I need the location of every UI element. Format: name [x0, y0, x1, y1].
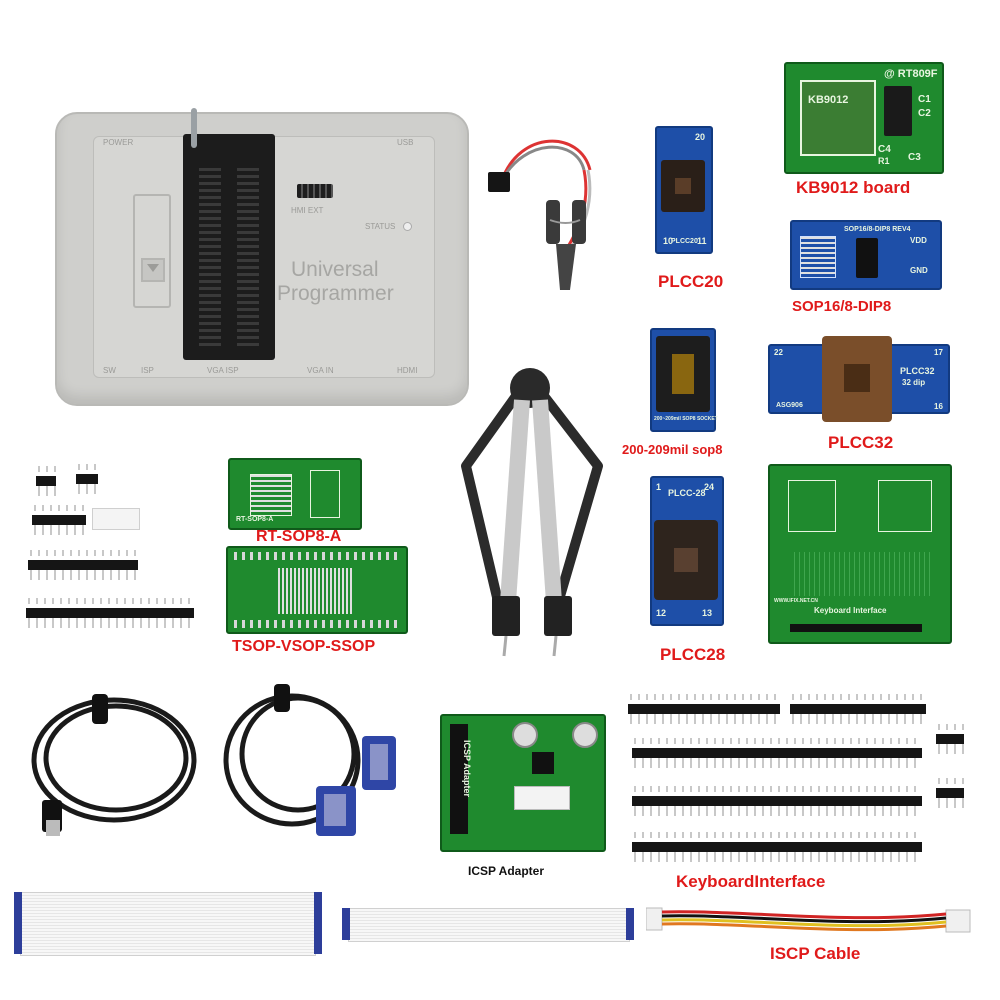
tweezer-clip — [461, 368, 603, 657]
plcc28-1: 1 — [656, 482, 662, 492]
vga-cable — [223, 684, 396, 836]
iscp-cable — [646, 907, 971, 933]
plcc20-num20: 20 — [695, 132, 706, 142]
plcc28-12: 12 — [656, 608, 667, 618]
kb9012-chip-socket — [800, 80, 876, 156]
plcc32-16: 16 — [934, 402, 943, 411]
rtsop8-dip — [310, 470, 340, 518]
hmi-ext-connector — [297, 184, 333, 198]
zif-lever[interactable] — [191, 108, 197, 148]
rtsop8-silk: RT-SOP8-A — [236, 516, 274, 523]
plcc32-22: 22 — [774, 348, 783, 357]
sop8-silk: 200~209mil SOP8 SOCKET — [654, 416, 718, 422]
sw-label: SW — [103, 366, 116, 375]
kb9012-board-label: KB9012 board — [796, 178, 911, 197]
usb-cable — [31, 694, 197, 836]
kb9012-c1: C1 — [918, 94, 931, 105]
tsop-pins-top — [234, 552, 398, 560]
kb9012-header — [884, 86, 912, 136]
plcc32-silk2: 32 dip — [902, 378, 926, 387]
icsp-adapter-board: ICSP Adapter — [440, 714, 606, 852]
iscp-cable-label: ISCP Cable — [770, 944, 861, 963]
sop16-gnd: GND — [910, 266, 928, 275]
vga-isp-label: VGA ISP — [207, 366, 239, 375]
tsop-pads — [278, 568, 354, 614]
keyboard-interface-label: KeyboardInterface — [676, 872, 826, 891]
tsop-pins-bottom — [234, 620, 398, 628]
icsp-capacitor-1 — [512, 722, 538, 748]
kbi-site: WWW.IFIX.NET.CN — [774, 598, 818, 604]
icsp-chip — [532, 752, 554, 774]
rtsop8-pads — [250, 474, 292, 516]
ribbon-cable-narrow — [348, 908, 630, 942]
kbi-silk: Keyboard Interface — [814, 606, 887, 615]
plcc28-24: 24 — [704, 482, 715, 492]
keyboard-interface-board: WWW.IFIX.NET.CN Keyboard Interface — [768, 464, 952, 644]
plcc20-adapter: 20 10 PLCC20 11 — [655, 126, 713, 254]
icsp-capacitor-2 — [572, 722, 598, 748]
plcc20-num11: 11 — [697, 236, 707, 246]
kbi-chip-right — [878, 480, 932, 532]
icsp-adapter-label: ICSP Adapter — [468, 864, 545, 878]
plcc20-num10: 10 — [663, 236, 674, 246]
status-label: STATUS — [365, 222, 396, 231]
plcc28-socket — [654, 520, 718, 600]
sop16-vdd: VDD — [910, 236, 927, 245]
plcc28-13: 13 — [702, 608, 713, 618]
kb9012-chip-label: KB9012 — [808, 94, 849, 106]
usb-label: USB — [397, 138, 414, 147]
plcc20-label: PLCC20 — [658, 272, 724, 291]
plcc32-label: PLCC32 — [828, 433, 894, 452]
rt-sop8-a-board: RT-SOP8-A — [228, 458, 362, 530]
ic-orientation-icon — [133, 194, 171, 308]
icsp-silk: ICSP Adapter — [462, 740, 472, 798]
universal-programmer: POWER USB HMI EXT STATUS Universal Progr… — [55, 108, 469, 406]
sop8-label: 200-209mil sop8 — [622, 442, 723, 457]
plcc32-17: 17 — [934, 348, 943, 357]
kb9012-c3: C3 — [908, 152, 921, 163]
tsop-vsop-ssop-label: TSOP-VSOP-SSOP — [232, 638, 376, 655]
sop8-adapter: 200~209mil SOP8 SOCKET — [650, 328, 718, 432]
kb9012-board: KB9012 @ RT809F C1 C2 C4 R1 C3 — [784, 62, 944, 174]
plcc28-label: PLCC28 — [660, 645, 726, 664]
rt-sop8-a-label: RT-SOP8-A — [256, 528, 342, 545]
plcc20-socket — [661, 160, 705, 212]
kb9012-c4: C4 — [878, 144, 891, 155]
zif-socket — [183, 134, 275, 360]
kb9012-brand-label: @ RT809F — [884, 68, 938, 80]
power-label: POWER — [103, 138, 134, 147]
sop16-dip8-adapter: SOP16/8-DIP8 REV4 VDD GND — [790, 220, 942, 290]
kbi-trace-block — [790, 552, 930, 596]
kbi-chip-left — [788, 480, 836, 532]
kb9012-c2: C2 — [918, 108, 931, 119]
icsp-connector — [514, 786, 570, 810]
plcc32-asg: ASG906 — [776, 402, 803, 409]
kbi-connector — [790, 624, 922, 632]
plcc32-silk: PLCC32 — [900, 366, 935, 376]
plcc28-silk: PLCC-28 — [668, 488, 706, 498]
hmi-ext-label: HMI EXT — [291, 206, 324, 215]
programmer-title-line2: Programmer — [277, 282, 394, 305]
plcc32-socket — [822, 336, 892, 422]
sop16-header — [856, 238, 878, 278]
programmer-title-line1: Universal — [291, 258, 379, 281]
plcc32-adapter: 22 17 PLCC32 32 dip ASG906 16 — [768, 336, 950, 422]
kb9012-r1: R1 — [878, 156, 890, 166]
icsp-header — [450, 724, 468, 834]
sop16-dip8-label: SOP16/8-DIP8 — [792, 298, 892, 315]
plcc28-adapter: 1 PLCC-28 24 12 13 — [650, 476, 724, 626]
ribbon-cable-wide — [20, 892, 316, 956]
hdmi-label: HDMI — [397, 366, 418, 375]
sop16-chip-pads — [800, 236, 836, 278]
plcc20-silk: PLCC20 — [671, 238, 698, 245]
sop16-silk: SOP16/8-DIP8 REV4 — [844, 226, 911, 233]
soic-test-clip — [488, 139, 592, 290]
tsop-vsop-ssop-board — [226, 546, 408, 634]
vga-in-label: VGA IN — [307, 366, 334, 375]
isp-label: ISP — [141, 366, 154, 375]
sop8-socket — [656, 336, 710, 412]
status-led — [403, 222, 412, 231]
